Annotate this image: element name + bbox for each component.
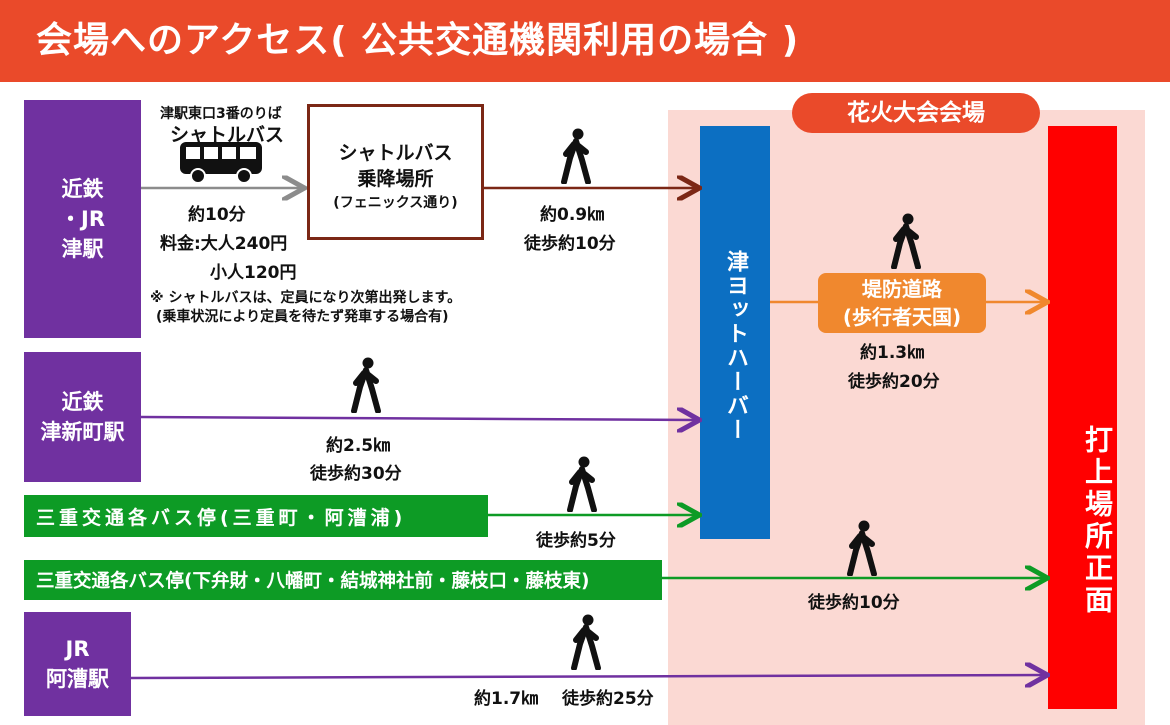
shuttle-note-top: 津駅東口3番のりば: [160, 106, 282, 122]
route5-distance: 約1.7㎞: [474, 689, 539, 709]
arrow-tsushinmachi: [140, 417, 697, 420]
route1-distance: 約0.9㎞: [540, 205, 605, 225]
bus-stop-mie-2: 三重交通各バス停(下弁財・八幡町・結城神社前・藤枝口・藤枝東): [24, 560, 662, 600]
station-line: 阿漕駅: [46, 667, 109, 691]
bus-stop-mie-1: 三重交通各バス停(三重町・阿漕浦): [24, 495, 488, 537]
station-line: 近鉄: [61, 177, 104, 201]
shuttle-name: シャトルバス: [170, 124, 285, 146]
shuttle-note-2: (乗車状況により定員を待たず発車する場合有): [156, 309, 449, 325]
station-line: 近鉄: [61, 390, 104, 414]
station-ako: JR 阿漕駅: [24, 612, 131, 716]
station-line: 津駅: [61, 237, 104, 261]
station-line: ・JR: [60, 207, 105, 231]
arrow-ako: [130, 675, 1045, 678]
station-tsushinmachi: 近鉄 津新町駅: [24, 352, 141, 482]
walker-icon: [567, 456, 597, 512]
shuttle-fare-child: 小人120円: [210, 263, 297, 283]
levee-road-label: 堤防道路: [862, 277, 942, 301]
station-kintetsu-jr-tsu: 近鉄 ・JR 津駅: [24, 100, 141, 338]
route4-time: 徒歩約10分: [808, 593, 900, 613]
shuttle-stop-line3: (フェニックス通り): [333, 195, 458, 211]
shuttle-stop-box: シャトルバス 乗降場所 (フェニックス通り): [307, 104, 484, 240]
shuttle-note-1: ※ シャトルバスは、定員になり次第出発します。: [150, 290, 462, 306]
route2-distance: 約2.5㎞: [326, 436, 391, 456]
shuttle-fare-adult: 料金:大人240円: [160, 234, 288, 254]
walker-icon: [351, 357, 381, 413]
route3-time: 徒歩約5分: [536, 531, 616, 551]
shuttle-stop-line2: 乗降場所: [357, 168, 434, 190]
shuttle-stop-line1: シャトルバス: [338, 142, 453, 164]
bus-icon: [180, 142, 262, 184]
walker-icon: [561, 128, 591, 184]
route5-time: 徒歩約25分: [562, 689, 654, 709]
tsu-yacht-harbor: 津ヨットハーバー: [700, 126, 770, 539]
levee-distance: 約1.3㎞: [860, 343, 925, 363]
station-line: JR: [65, 637, 90, 661]
route1-time: 徒歩約10分: [524, 234, 616, 254]
route2-time: 徒歩約30分: [310, 464, 402, 484]
page-title: 会場へのアクセス( 公共交通機関利用の場合 ): [0, 0, 1170, 82]
walker-icon: [847, 520, 877, 576]
walker-icon: [571, 614, 601, 670]
shuttle-time: 約10分: [188, 205, 246, 225]
levee-road-sub: (歩行者天国): [842, 305, 962, 329]
launch-site-front: 打上場所正面: [1048, 126, 1117, 709]
venue-label: 花火大会会場: [792, 93, 1040, 133]
walker-icon: [891, 213, 921, 269]
station-line: 津新町駅: [40, 420, 125, 444]
levee-time: 徒歩約20分: [848, 372, 940, 392]
